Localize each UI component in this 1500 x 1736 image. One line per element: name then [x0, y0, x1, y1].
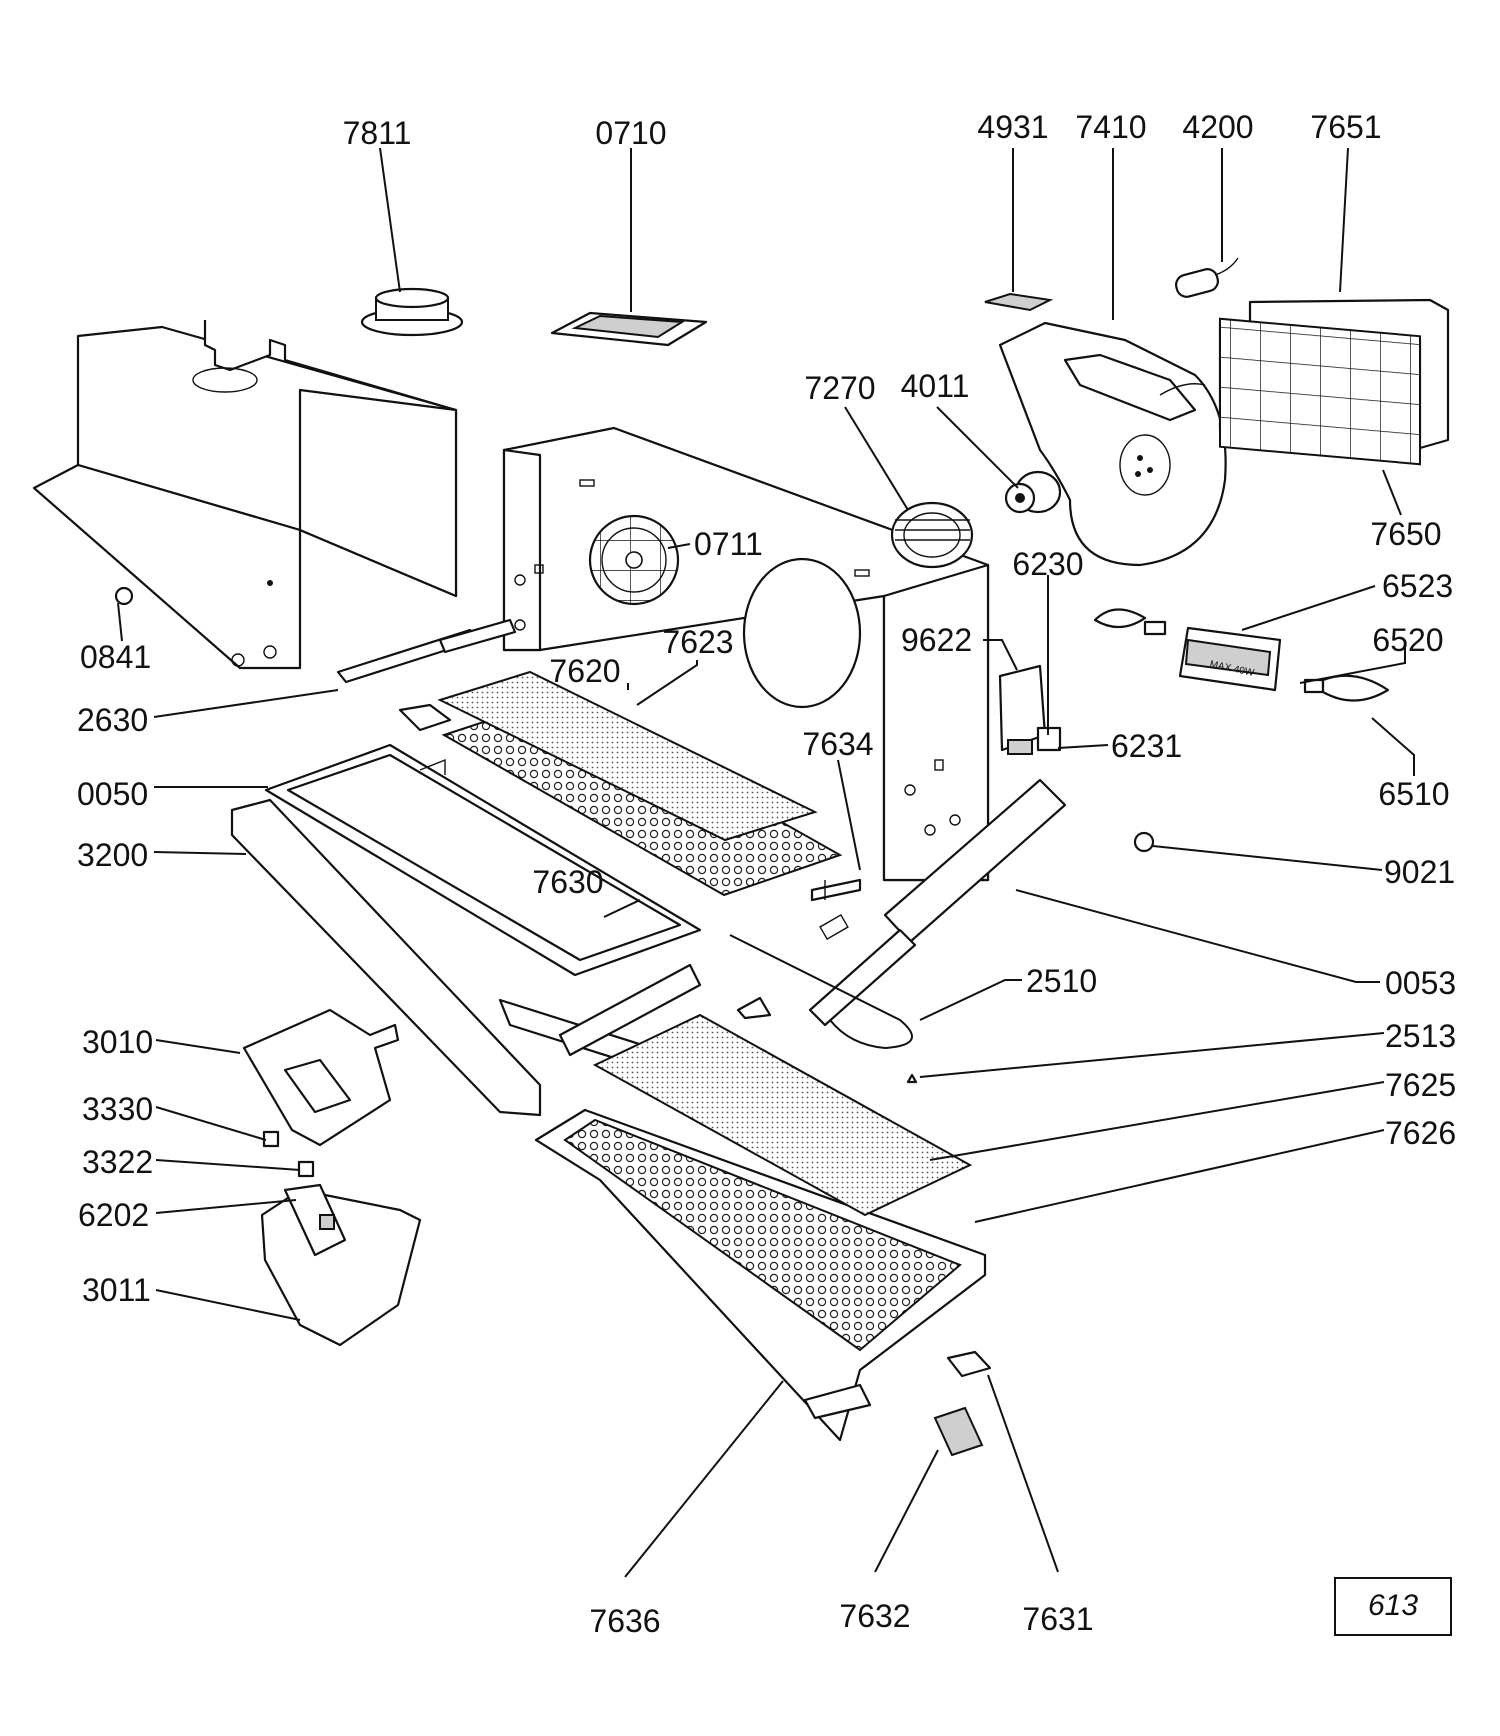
label-6202: 6202	[78, 1197, 149, 1233]
label-2513: 2513	[1385, 1018, 1456, 1054]
label-4931: 4931	[977, 109, 1048, 145]
label-0841: 0841	[80, 639, 151, 675]
label-0710: 0710	[595, 115, 666, 151]
lower-filter-assembly	[534, 1013, 987, 1442]
bracket-part-9622	[998, 664, 1062, 755]
label-7410: 7410	[1075, 109, 1146, 145]
label-6230: 6230	[1012, 546, 1083, 582]
label-7636: 7636	[589, 1603, 660, 1639]
label-9622: 9622	[901, 622, 972, 658]
label-3330: 3330	[82, 1091, 153, 1127]
clip-part-7631	[946, 1350, 992, 1378]
damper-plate-part-0710	[550, 311, 708, 347]
nut-part-9021	[1133, 831, 1155, 853]
part-labels: 7811 0710 4931 7410 4200 7651 7270 4011 …	[77, 109, 1456, 1639]
label-6520: 6520	[1372, 622, 1443, 658]
filter-frame-part-7651	[1218, 298, 1450, 466]
rail-part-2630	[336, 618, 517, 684]
right-rail-part-0053	[808, 778, 1067, 1027]
label-0711: 0711	[694, 526, 763, 562]
label-2510: 2510	[1026, 963, 1097, 999]
blower-housing-part-7410	[998, 321, 1227, 567]
screw-part-2513	[906, 1073, 918, 1084]
capacitor-part-4200	[1175, 257, 1239, 298]
label-4011: 4011	[901, 368, 970, 404]
hood-housing-part	[32, 320, 458, 670]
back-panel-part	[502, 426, 990, 882]
label-7632: 7632	[839, 1598, 910, 1634]
control-cover-part-3010	[242, 1008, 400, 1147]
label-7630: 7630	[532, 864, 603, 900]
round-cap-part-7811	[360, 287, 464, 337]
small-plate-part-4931	[984, 292, 1054, 312]
clip-part-0841	[114, 586, 134, 606]
leader-lines	[117, 147, 1415, 1578]
label-4200: 4200	[1182, 109, 1253, 145]
label-0050: 0050	[77, 776, 148, 812]
bracket-small-part	[736, 996, 772, 1020]
label-3322: 3322	[82, 1144, 153, 1180]
label-7623: 7623	[662, 624, 733, 660]
button-part-3322	[297, 1160, 315, 1178]
page-number-box: 613	[1334, 1577, 1452, 1636]
clip-part-7632	[933, 1406, 984, 1457]
label-7620: 7620	[549, 653, 620, 689]
label-3011: 3011	[82, 1272, 151, 1308]
label-6510: 6510	[1378, 776, 1449, 812]
label-7651: 7651	[1310, 109, 1381, 145]
label-7650: 7650	[1370, 516, 1441, 552]
label-7626: 7626	[1385, 1115, 1456, 1151]
label-6523: 6523	[1382, 568, 1453, 604]
page-number: 613	[1368, 1589, 1418, 1622]
label-6231: 6231	[1111, 728, 1182, 764]
motor-part-4011	[1004, 470, 1062, 514]
gasket-part-2510	[729, 934, 913, 1050]
label-7631: 7631	[1022, 1601, 1093, 1637]
clip-part-7634	[810, 878, 862, 902]
label-7634: 7634	[802, 726, 873, 762]
fan-wheel-part-7270	[890, 501, 974, 569]
label-0053: 0053	[1385, 965, 1456, 1001]
label-7270: 7270	[804, 370, 875, 406]
switch-box-part-3011	[260, 1183, 422, 1347]
label-9021: 9021	[1384, 854, 1455, 890]
label-3200: 3200	[77, 837, 148, 873]
label-2630: 2630	[77, 702, 148, 738]
label-3010: 3010	[82, 1024, 153, 1060]
lamp-assembly-part: MAX 40W	[1093, 608, 1390, 702]
label-7625: 7625	[1385, 1067, 1456, 1103]
upper-filter-assembly	[264, 670, 843, 977]
label-7811: 7811	[343, 115, 412, 151]
